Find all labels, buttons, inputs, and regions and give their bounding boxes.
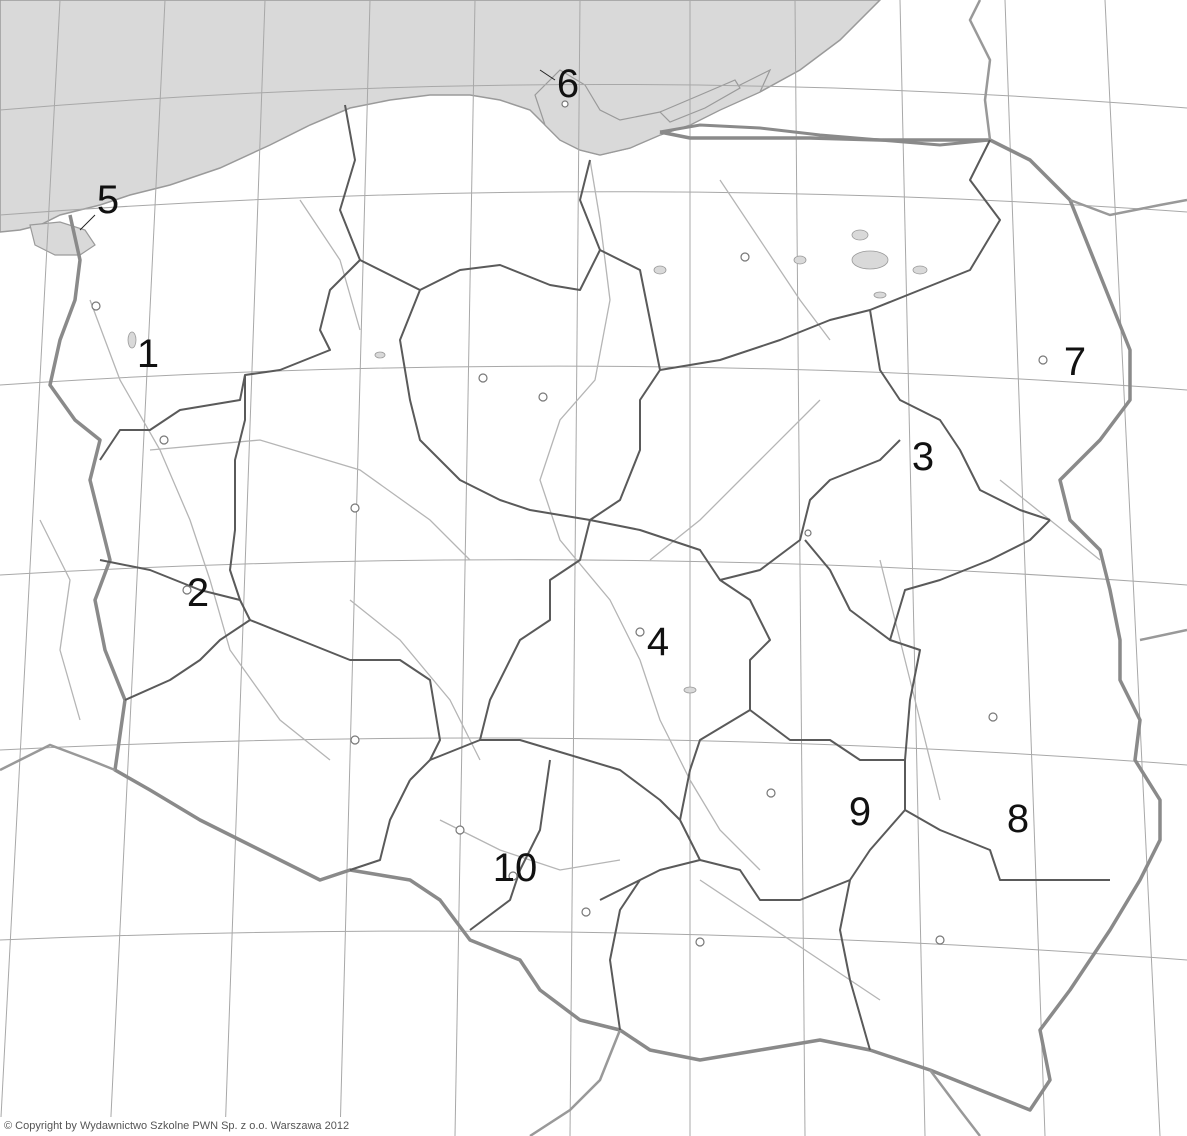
rivers [39,159,1101,1001]
map-label-4: 4 [647,620,669,664]
baltic-sea [0,0,882,233]
vistula-lagoon [658,79,741,123]
map-label-8: 8 [1007,797,1029,841]
towns [91,100,1048,947]
copyright-notice: © Copyright by Wydawnictwo Szkolne PWN S… [0,1117,356,1136]
voivodeship-borders [99,104,1110,1051]
map-labels: 1 2 3 4 5 6 7 8 9 10 [97,62,1086,890]
map-label-3: 3 [912,435,934,479]
state-border [48,130,1162,1112]
gdansk-bay [534,68,772,156]
map-label-1: 1 [137,332,159,376]
lakes [127,229,928,694]
map-label-5: 5 [97,178,119,222]
label-6-leader [539,69,556,81]
map-label-9: 9 [849,790,871,834]
map-label-6: 6 [557,62,579,106]
szczecin-lagoon [29,221,96,256]
label-5-leader [79,214,96,231]
kaliningrad-border [659,123,991,147]
map-label-10: 10 [493,846,538,890]
map-label-2: 2 [187,571,209,615]
map-label-7: 7 [1064,340,1086,384]
